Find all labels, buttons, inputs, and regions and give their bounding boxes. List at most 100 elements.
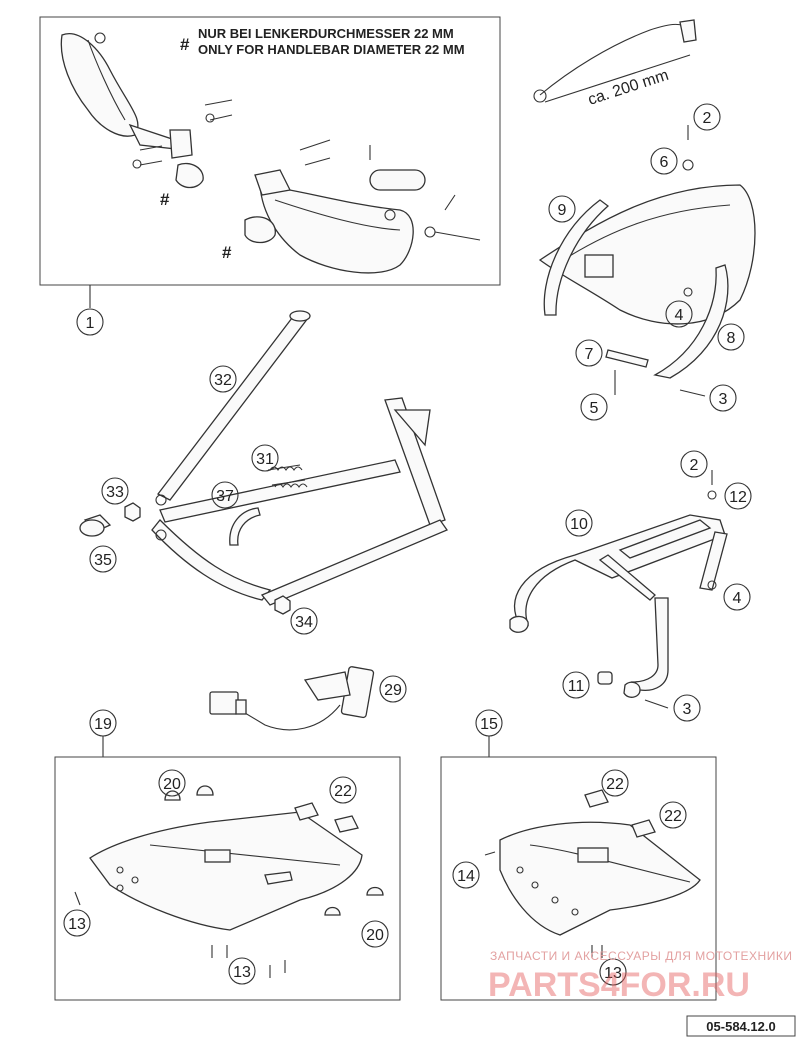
skidplate-hole: [551, 896, 559, 904]
skidplate-hole: [531, 881, 539, 889]
callout-22c: [659, 801, 687, 829]
callout-32-label: 32: [214, 372, 232, 389]
handguard-right-bolt: [434, 231, 481, 241]
skidplate-small: [484, 789, 701, 958]
note-line-de: NUR BEI LENKERDURCHMESSER 22 MM: [198, 26, 454, 41]
handguard-left-bolts: [139, 99, 233, 166]
drawing-ref-box: [686, 1015, 796, 1037]
callout-3b-label: 3: [683, 701, 692, 718]
rack-foot-right: [623, 681, 641, 698]
callout-22b-label: 22: [606, 776, 624, 793]
callout-1-label: 1: [86, 315, 95, 332]
note-line-en: ONLY FOR HANDLEBAR DIAMETER 22 MM: [198, 42, 465, 57]
skidplate-large-slot: [264, 871, 293, 885]
callout-2b: [680, 450, 708, 478]
callout-33-label: 33: [106, 484, 124, 501]
rack-strut: [598, 554, 656, 601]
handguard-left-edge: [87, 39, 126, 121]
bolt-head: [205, 113, 215, 123]
hash-marker-right: #: [222, 243, 232, 262]
bolt-head: [132, 159, 142, 169]
fender-ridge: [559, 204, 731, 263]
callout-20a: [158, 769, 186, 797]
watermark-brand: PARTS4FOR.RU: [488, 966, 750, 1004]
callout-20a-label: 20: [163, 776, 181, 793]
bolt-head: [384, 209, 396, 221]
handlebar-lines: [369, 145, 456, 211]
callout-14-label: 14: [457, 868, 475, 885]
callout-7: [575, 339, 603, 367]
nut: [124, 502, 141, 522]
callout-13a-label: 13: [68, 916, 86, 933]
skidplate-large: [74, 785, 384, 978]
washer: [682, 159, 694, 171]
skidplate-small-body: [499, 821, 701, 936]
rack-rear-leg: [699, 531, 728, 591]
washer: [707, 490, 717, 500]
callout-6-label: 6: [660, 154, 669, 171]
skidplate-screws: [74, 891, 286, 978]
stand-foot-curve: [151, 519, 272, 601]
handguard-left-eyelet: [94, 32, 106, 44]
stand-pivot: [155, 529, 167, 541]
callout-3b: [673, 694, 701, 722]
skidplate-hole: [116, 884, 124, 892]
callout-22a-label: 22: [334, 783, 352, 800]
handguard-box: [39, 16, 501, 286]
clamp-spacer-left: [175, 162, 204, 189]
sensor-connector-tip: [235, 699, 247, 715]
sensor-bracket: [303, 671, 351, 701]
watermark-top-line: ЗАПЧАСТИ И АКСЕССУАРЫ ДЛЯ МОТОТЕХНИКИ: [490, 949, 792, 963]
stand-leg-top: [289, 310, 311, 322]
callout-22a: [329, 776, 357, 804]
callout-12: [724, 482, 752, 510]
handguard-right-clamp: [254, 169, 291, 196]
stand-lower-bar: [260, 519, 448, 606]
handguard-right-bolts: [299, 139, 331, 166]
callout-35: [89, 545, 117, 573]
callout-15-label: 15: [480, 716, 498, 733]
callout-37: [211, 481, 239, 509]
cable-group: ca. 200 mm: [533, 19, 697, 109]
callout-20b: [361, 920, 389, 948]
callout-13c: [599, 958, 627, 986]
nut: [274, 595, 291, 615]
callout-1: [76, 308, 104, 336]
callout-10: [565, 509, 593, 537]
sensor-cable: [239, 704, 341, 731]
grab-handle-right: [653, 264, 729, 379]
callout-4a: [665, 300, 693, 328]
skidplate-large-body: [89, 811, 363, 931]
skidplate-hole: [516, 866, 524, 874]
callout-4b: [723, 583, 751, 611]
rack-foot-left: [509, 615, 529, 633]
callout-22c-label: 22: [664, 808, 682, 825]
callout-2a: [693, 103, 721, 131]
callout-4b-label: 4: [733, 590, 742, 607]
handguard-group: # NUR BEI LENKERDURCHMESSER 22 MM ONLY F…: [39, 16, 501, 286]
callout-34: [290, 607, 318, 635]
callout-14: [452, 861, 480, 889]
clamp-spacer-right: [244, 216, 276, 244]
note-symbol: #: [180, 35, 190, 54]
callout-7-label: 7: [585, 346, 594, 363]
rubber-plug: [324, 906, 341, 916]
callout-31-label: 31: [256, 451, 274, 468]
callout-9-label: 9: [558, 202, 567, 219]
drawing-ref: 05-584.12.0: [706, 1019, 775, 1034]
callout-11-label: 11: [568, 678, 585, 695]
skidplate-screws: [484, 851, 603, 958]
skidplate-small-cutout: [577, 847, 609, 863]
callout-22b: [601, 769, 629, 797]
spring-1: [269, 466, 303, 471]
skidplate-large-box: [54, 756, 401, 1001]
rack-leg: [630, 597, 669, 691]
sensor-group: [209, 666, 375, 731]
callout-9: [548, 195, 576, 223]
handguard-right-edge: [274, 199, 401, 231]
mount-block: [334, 815, 359, 833]
rack-bolt: [644, 699, 669, 709]
mount-block: [294, 802, 319, 821]
spring-2: [274, 483, 308, 488]
